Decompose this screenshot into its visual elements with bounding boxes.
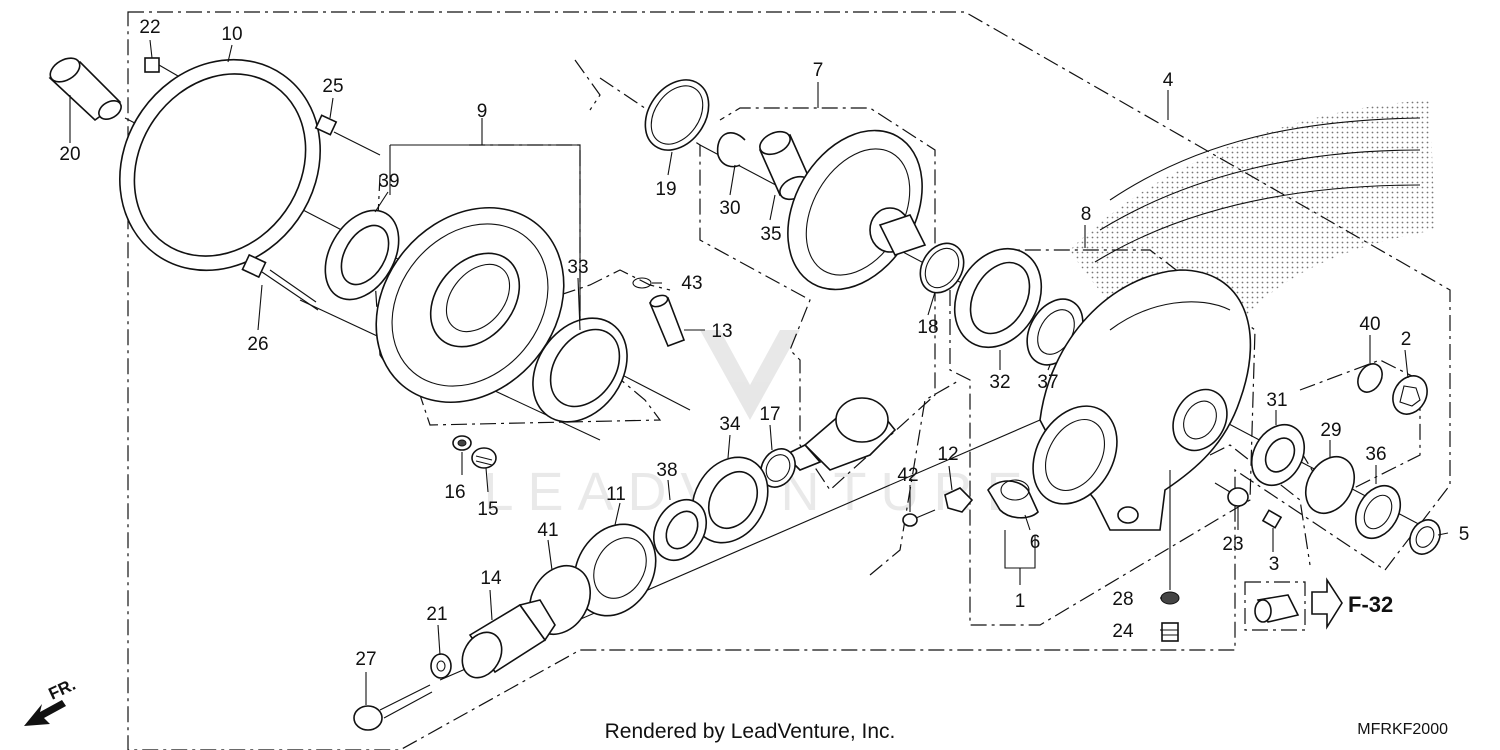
callout-23: 23 (1222, 534, 1243, 555)
leader-lines (69, 39, 1449, 705)
part-9-cover-plate (375, 206, 565, 404)
callout-16: 16 (444, 482, 465, 503)
part-3-plug (1261, 509, 1283, 529)
callout-27: 27 (355, 649, 376, 670)
part-42-bolt (902, 509, 936, 527)
callout-15: 15 (477, 499, 498, 520)
callout-20: 20 (59, 144, 80, 165)
part-2-nut (1392, 375, 1428, 415)
callout-30: 30 (719, 198, 740, 219)
callout-32: 32 (989, 372, 1010, 393)
callout-4: 4 (1163, 70, 1174, 91)
callout-33: 33 (567, 257, 588, 278)
part-13-pin (648, 294, 686, 348)
reference-label: F-32 (1348, 592, 1393, 617)
callout-26: 26 (247, 334, 268, 355)
part-14-joint (461, 599, 556, 679)
part-12-clamp (944, 487, 974, 513)
callout-13: 13 (711, 321, 732, 342)
part-26-bolt (241, 253, 319, 311)
part-18-shim (919, 242, 965, 294)
front-arrow-icon (24, 700, 66, 726)
callout-1: 1 (1015, 591, 1026, 612)
part-27-bolt (353, 684, 433, 731)
diagram-code: MFRKF2000 (1357, 721, 1448, 738)
callout-14: 14 (480, 568, 502, 589)
callout-24: 24 (1112, 621, 1134, 642)
part-f32-link-bushing (1254, 594, 1300, 623)
part-21-washer (430, 653, 452, 679)
part-29-circlip (1304, 455, 1356, 515)
callout-9: 9 (477, 101, 488, 122)
callout-3: 3 (1269, 554, 1280, 575)
part-28-washer (1160, 591, 1180, 605)
render-credit: Rendered by LeadVenture, Inc. (605, 720, 896, 743)
callout-41: 41 (537, 520, 558, 541)
callout-34: 34 (719, 414, 741, 435)
callout-39: 39 (378, 171, 399, 192)
part-6-collar (987, 479, 1039, 519)
part-19-circlip (644, 79, 710, 151)
callout-43: 43 (681, 273, 702, 294)
callout-35: 35 (760, 224, 781, 245)
reference-arrow-f32[interactable]: F-32 (1311, 577, 1393, 630)
callout-7: 7 (813, 60, 824, 81)
callout-2: 2 (1401, 329, 1412, 350)
callout-36: 36 (1365, 444, 1386, 465)
callout-5: 5 (1459, 524, 1470, 545)
callout-10: 10 (221, 24, 242, 45)
front-label: FR. (46, 675, 79, 704)
callouts: 1 2 3 4 5 6 7 8 9 10 11 12 13 14 15 16 1… (59, 17, 1469, 670)
front-direction-indicator: FR. (24, 675, 79, 726)
part-38-bearing (652, 499, 708, 561)
callout-38: 38 (656, 460, 677, 481)
part-43-clip (632, 277, 652, 289)
part-20-sleeve (48, 57, 122, 122)
part-32-bearing (953, 247, 1043, 349)
part-25-bolt (314, 114, 381, 156)
part-36-seal (1354, 484, 1402, 540)
part-34-bearing (691, 456, 769, 544)
callout-31: 31 (1266, 390, 1287, 411)
part-pinion-gear (783, 397, 897, 471)
part-7-ring-gear (787, 129, 927, 291)
callout-25: 25 (322, 76, 343, 97)
callout-29: 29 (1320, 420, 1341, 441)
part-5-cap (1409, 519, 1441, 555)
callout-19: 19 (655, 179, 676, 200)
callout-6: 6 (1030, 532, 1041, 553)
callout-21: 21 (426, 604, 447, 625)
callout-37: 37 (1037, 372, 1058, 393)
callout-8: 8 (1081, 204, 1092, 225)
part-8-final-drive-case (1032, 269, 1252, 531)
callout-12: 12 (937, 444, 958, 465)
part-11-damper-holder (573, 523, 657, 617)
part-30-circlip (716, 132, 746, 168)
callout-22: 22 (139, 17, 160, 38)
part-33-bearing (532, 317, 628, 423)
callout-40: 40 (1359, 314, 1380, 335)
callout-18: 18 (917, 317, 938, 338)
part-10-ring (119, 58, 321, 272)
callout-11: 11 (606, 484, 626, 505)
part-40-oring (1357, 363, 1383, 393)
part-31-bearing (1250, 424, 1306, 486)
part-24-plug (1161, 622, 1179, 642)
part-22-bolt (144, 57, 179, 77)
part-15-screw (471, 447, 497, 469)
callout-28: 28 (1112, 589, 1133, 610)
callout-17: 17 (759, 404, 780, 425)
part-16-washer (452, 435, 472, 451)
part-39-seal (324, 209, 400, 301)
part-23-bolt (1214, 482, 1249, 507)
callout-42: 42 (897, 465, 918, 486)
